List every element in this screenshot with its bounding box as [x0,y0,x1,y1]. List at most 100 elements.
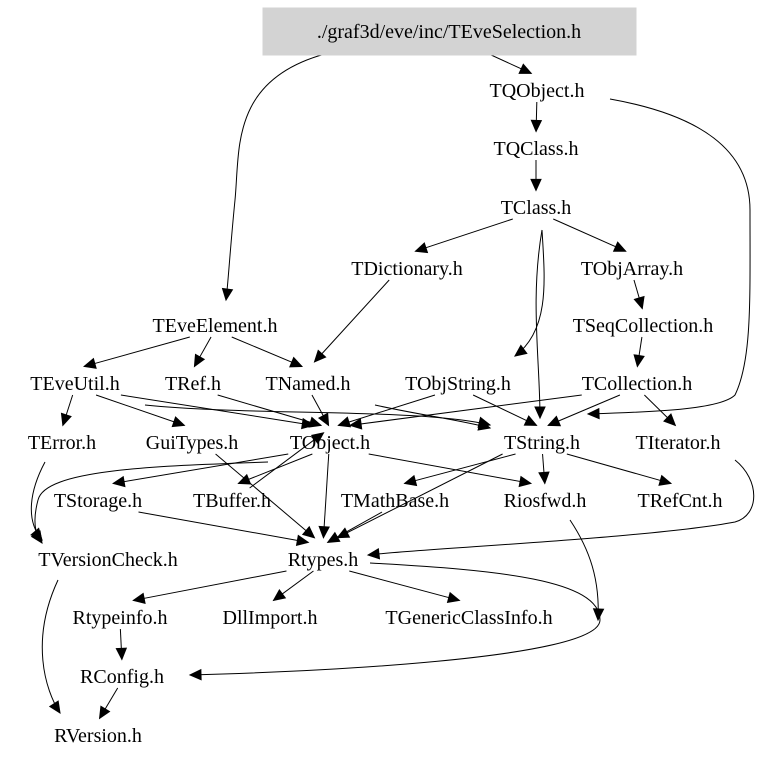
edge-TObjString-to-TObject [338,394,436,426]
node-label: TSeqCollection.h [573,315,714,337]
arrowhead-TObjString-to-TObject [337,416,352,428]
arrowhead-TEveElement-to-TNamed [289,356,304,368]
node-TSeqCollection[interactable]: TSeqCollection.h [573,315,714,337]
edges-layer [30,42,755,720]
node-Rtypeinfo[interactable]: Rtypeinfo.h [73,607,168,629]
node-label: TBuffer.h [193,490,271,512]
edge-TCollection-to-TString [548,394,621,426]
node-GuiTypes[interactable]: GuiTypes.h [146,432,238,454]
arrowhead-TQClass-to-TClass [530,178,542,192]
node-TQObject[interactable]: TQObject.h [490,80,585,102]
arrowhead-TVersionCheck-to-RVersion [48,700,61,715]
node-label: TString.h [504,432,580,454]
node-label: TObjArray.h [581,258,683,280]
node-label: TMathBase.h [341,490,449,512]
edge-Rtypes-to-RConfig [189,562,601,676]
edge-TClass-to-TObjString [514,229,545,357]
edge-root-to-TEveElement [225,53,326,301]
node-RVersion[interactable]: RVersion.h [54,725,142,747]
edge-TString-to-TRefCnt [566,453,672,484]
edge-Rtypes-to-Rtypeinfo [133,570,287,601]
node-label: TQObject.h [490,80,585,102]
node-TEveUtil[interactable]: TEveUtil.h [30,373,119,395]
node-Rtypes[interactable]: Rtypes.h [288,549,359,571]
arrowhead-Rtypes-to-TGenericClassInfo [446,591,461,604]
node-TStorage[interactable]: TStorage.h [54,490,142,512]
node-TString[interactable]: TString.h [504,432,580,454]
edge-TEveUtil-to-TObject [120,394,314,426]
node-DllImport[interactable]: DllImport.h [223,607,318,629]
edge-TEveElement-to-TNamed [231,336,303,367]
arrowhead-Rtypes-to-RConfig [188,668,202,681]
arrowhead-TObjString-to-TString [523,415,538,426]
node-label: TDictionary.h [351,258,462,280]
arrowhead-TNamed-to-TString [477,419,492,431]
node-label: RVersion.h [54,725,142,747]
root-node-box [262,7,637,56]
node-TObjString[interactable]: TObjString.h [405,373,511,395]
node-TBuffer[interactable]: TBuffer.h [193,490,271,512]
arrowhead-TEveUtil-to-GuiTypes [171,416,186,428]
nodes-layer: ./graf3d/eve/inc/TEveSelection.hTQObject… [28,7,723,747]
node-label: TNamed.h [266,373,351,395]
arrowhead-TCollection-to-TString [547,415,562,427]
arrowhead-TClass-to-TString [534,406,546,420]
arrowhead-TString-to-TRefCnt [658,474,673,486]
edge-TBuffer-to-TObject [249,432,324,489]
edge-Rtypes-to-TGenericClassInfo [349,570,460,601]
node-TRef[interactable]: TRef.h [165,373,221,395]
edge-TString-to-Rtypes [337,453,503,539]
edge-TQObject-to-TString [587,98,751,415]
node-TObject[interactable]: TObject.h [290,432,370,454]
node-TObjArray[interactable]: TObjArray.h [581,258,683,280]
arrowhead-TEveElement-to-TRef [193,353,206,368]
node-TNamed[interactable]: TNamed.h [266,373,351,395]
edge-TObject-to-Rtypes [322,453,330,538]
arrowhead-TClass-to-TObjString [514,344,528,357]
node-TCollection[interactable]: TCollection.h [582,373,693,395]
root-node[interactable]: ./graf3d/eve/inc/TEveSelection.h [262,7,637,56]
node-label: TGenericClassInfo.h [385,607,552,629]
node-TClass[interactable]: TClass.h [501,197,572,219]
node-RConfig[interactable]: RConfig.h [80,666,164,688]
arrowhead-TObject-to-Riosfwd [518,475,533,488]
arrowhead-Rtypes-to-Rtypeinfo [132,592,146,604]
node-label: TStorage.h [54,490,142,512]
arrowhead-Rtypes-to-DllImport [272,588,287,602]
node-label: TObjString.h [405,373,511,395]
arrowhead-TString-to-TMathBase [403,474,418,487]
node-TVersionCheck[interactable]: TVersionCheck.h [38,549,177,571]
node-label: TRefCnt.h [638,490,723,512]
arrowhead-Riosfwd-to-RConfig [592,608,605,622]
node-TRefCnt[interactable]: TRefCnt.h [638,490,723,512]
node-TGenericClassInfo[interactable]: TGenericClassInfo.h [385,607,552,629]
node-TError[interactable]: TError.h [28,432,96,454]
node-label: TQClass.h [494,138,579,160]
arrowhead-TEveElement-to-TEveUtil [83,357,97,369]
node-label: TRef.h [165,373,221,395]
edge-TObject-to-Riosfwd [368,453,531,484]
arrowhead-TClass-to-TObjArray [612,241,627,252]
arrowhead-GuiTypes-to-Rtypes [301,525,316,539]
node-TIterator[interactable]: TIterator.h [636,432,721,454]
node-label: Riosfwd.h [504,490,587,512]
arrowhead-TEveUtil-to-TError [60,412,72,427]
edge-TObjString-to-TString [472,394,537,426]
node-label: TVersionCheck.h [38,549,177,571]
node-Riosfwd[interactable]: Riosfwd.h [504,490,587,512]
node-TMathBase[interactable]: TMathBase.h [341,490,449,512]
arrowhead-TObject-to-TStorage [112,475,126,488]
node-label: TObject.h [290,432,370,454]
arrowhead-TCollection-to-TObject [348,418,363,430]
edge-TEveElement-to-TEveUtil [84,336,190,367]
node-TEveElement[interactable]: TEveElement.h [153,315,278,337]
arrowhead-TCollection-to-TIterator [663,413,677,427]
node-label: ./graf3d/eve/inc/TEveSelection.h [317,21,581,43]
arrowhead-TBuffer-to-TObject [310,432,325,445]
node-label: GuiTypes.h [146,432,238,454]
node-TQClass[interactable]: TQClass.h [494,138,579,160]
arrowhead-TString-to-Riosfwd [538,471,550,485]
node-TDictionary[interactable]: TDictionary.h [351,258,462,280]
edge-TRef-to-TObject [217,394,322,426]
